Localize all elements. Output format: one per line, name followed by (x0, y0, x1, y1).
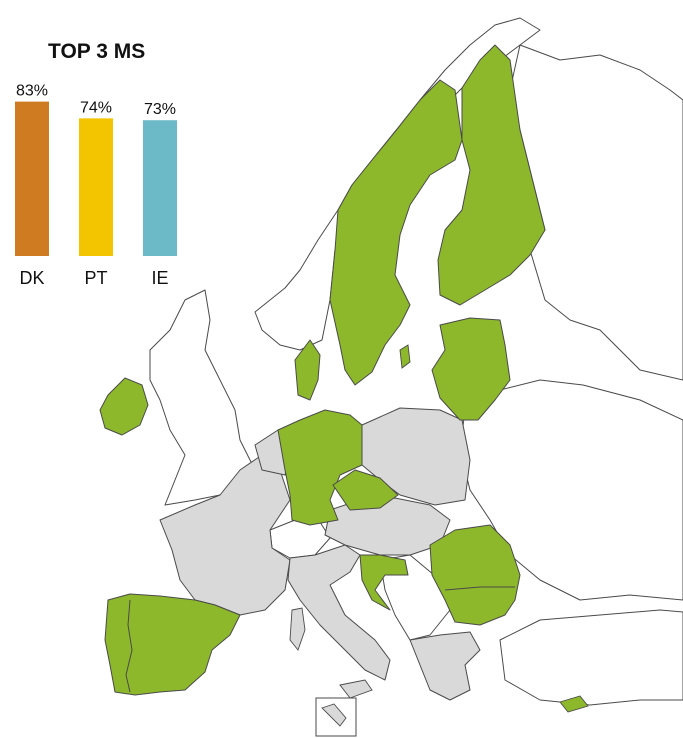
map-greece (409, 631, 481, 701)
map-cyprus (559, 695, 589, 713)
map-turkey (499, 609, 683, 706)
map-portugal-border (125, 599, 133, 693)
map-czechia (332, 469, 399, 511)
value-label-ie: 73% (144, 101, 176, 118)
category-label-dk: DK (19, 268, 44, 288)
map-poland (361, 407, 471, 506)
map-italy (287, 544, 391, 681)
map-malta (321, 703, 347, 727)
europe-map (99, 17, 683, 737)
map-gotland (399, 344, 411, 369)
value-label-dk: 83% (16, 83, 48, 100)
map-estonia-latvia-lithuania (431, 317, 511, 421)
map-bulgaria-border (444, 586, 515, 591)
category-label-pt: PT (84, 268, 107, 288)
category-label-ie: IE (151, 268, 168, 288)
value-label-pt: 74% (80, 99, 112, 116)
bar-ie (143, 120, 177, 256)
bar-pt (79, 118, 113, 256)
map-belarus-ukraine (459, 379, 683, 601)
map-romania-bulgaria (429, 524, 521, 626)
map-denmark (294, 339, 321, 401)
bars-layer: 83% DK 74% PT 73% IE (15, 83, 177, 288)
map-croatia (359, 554, 409, 611)
map-sardinia (289, 607, 306, 651)
map-sweden (329, 79, 463, 386)
map-finland (437, 44, 546, 306)
map-iberia (104, 593, 241, 696)
map-ireland (99, 377, 149, 436)
chart-title: TOP 3 MS (48, 40, 145, 63)
top3-bar-chart: TOP 3 MS 83% DK 74% PT 73% IE (15, 40, 177, 288)
map-sicily (339, 679, 373, 699)
bar-dk (15, 101, 49, 257)
